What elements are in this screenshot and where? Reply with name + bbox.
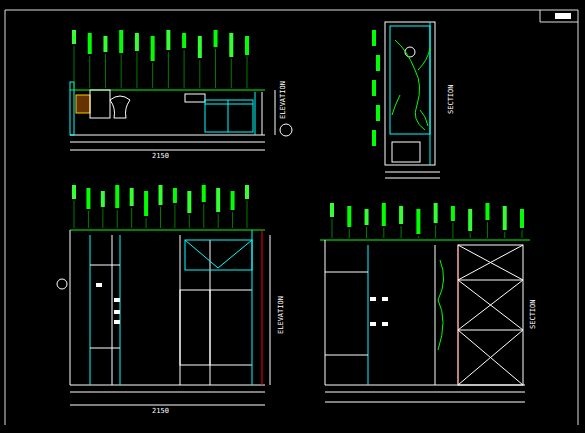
view-title: ELEVATION [280, 80, 287, 120]
view-title: SECTION [448, 83, 455, 115]
dimension-text: 2150 [151, 153, 170, 160]
view-title: SECTION [530, 298, 537, 330]
view-title: ELEVATION [278, 295, 285, 335]
dimension-text: 2150 [151, 408, 170, 415]
leader-marks [72, 30, 524, 238]
